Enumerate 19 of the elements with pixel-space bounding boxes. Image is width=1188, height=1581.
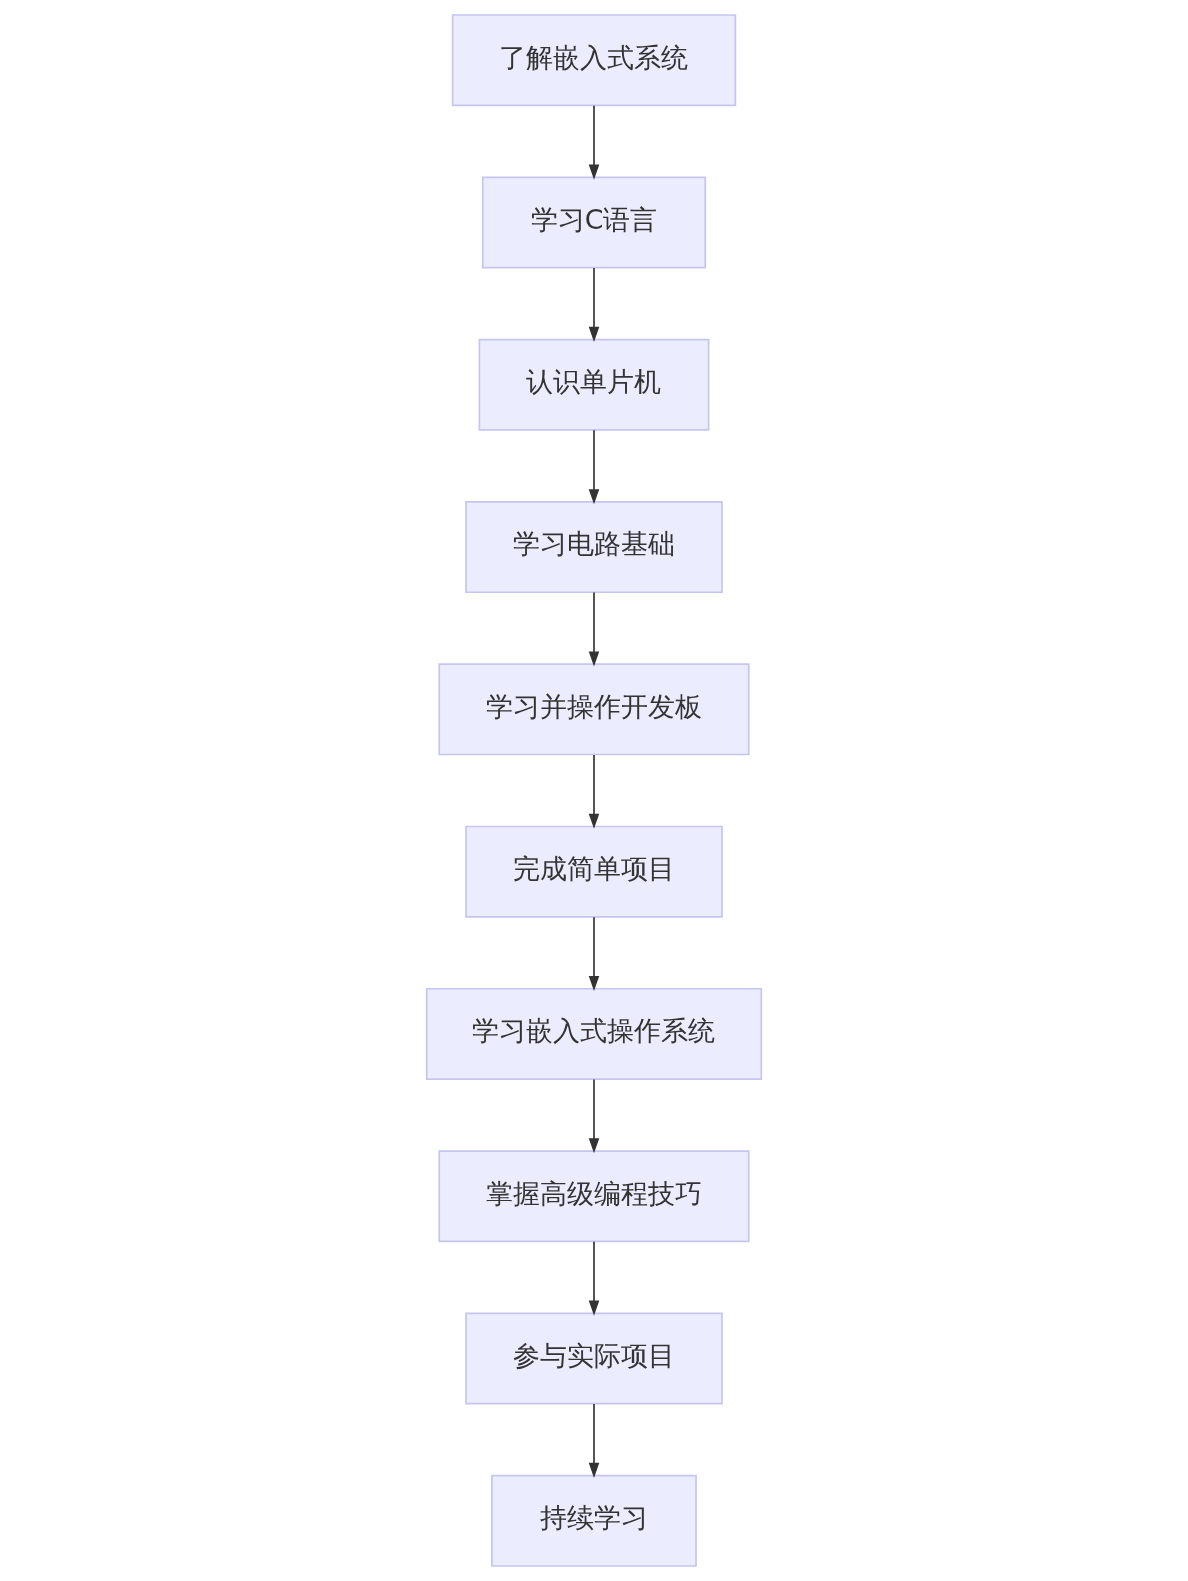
- node-box: 学习并操作开发板: [438, 663, 750, 756]
- node-box: 学习嵌入式操作系统: [425, 987, 763, 1080]
- arrow: [588, 1240, 600, 1316]
- arrow: [588, 429, 600, 505]
- arrow: [588, 591, 600, 667]
- arrow: [588, 1403, 600, 1478]
- node-box: 学习电路基础: [465, 501, 723, 594]
- arrow: [588, 267, 600, 342]
- arrow: [588, 754, 600, 829]
- node-box: 学习C语言: [481, 176, 707, 269]
- node-box: 了解嵌入式系统: [451, 14, 737, 107]
- arrow: [588, 104, 600, 180]
- node-box: 掌握高级编程技巧: [438, 1150, 750, 1243]
- node-box: 完成简单项目: [465, 825, 723, 918]
- arrow: [588, 1078, 600, 1154]
- node-box: 持续学习: [491, 1474, 697, 1567]
- node-box: 参与实际项目: [465, 1312, 723, 1405]
- arrow: [588, 916, 600, 992]
- node-box: 认识单片机: [478, 338, 710, 431]
